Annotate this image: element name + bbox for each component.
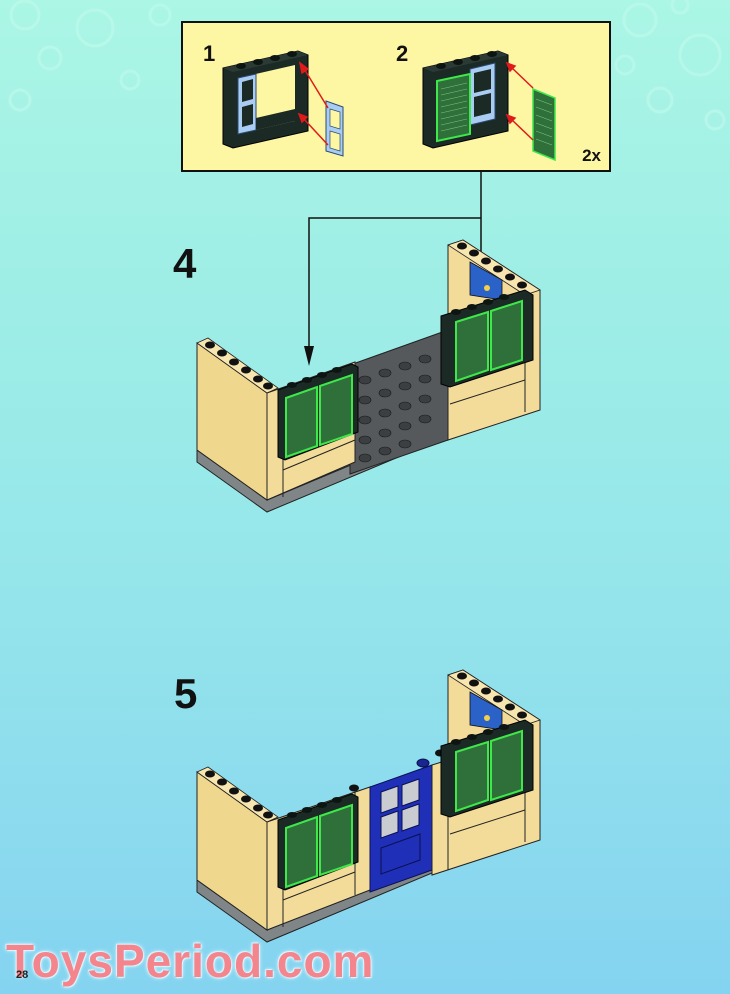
step-number-5: 5: [174, 670, 198, 717]
substep-number-2: 2: [396, 41, 409, 66]
bubble-pattern-decoration: [8, 0, 726, 131]
step-number-4: 4: [173, 240, 197, 287]
quantity-multiplier: 2x: [582, 146, 601, 165]
substep-number-1: 1: [203, 41, 216, 66]
substep-1-illustration: [222, 50, 556, 162]
sub-assembly-callout: 1 2: [181, 21, 611, 172]
page-number: 28: [16, 969, 29, 981]
watermark-text: ToysPeriod.com: [6, 935, 375, 987]
